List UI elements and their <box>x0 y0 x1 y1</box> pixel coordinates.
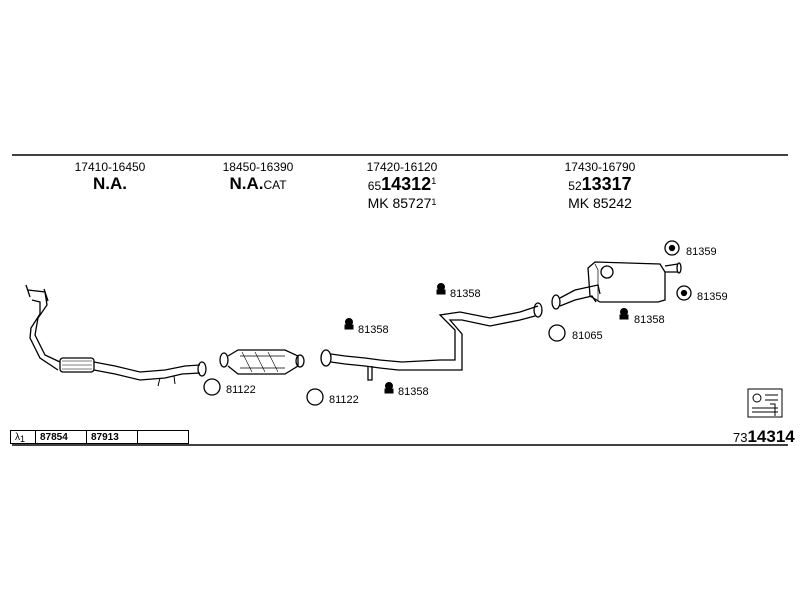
front-pipe-part <box>25 284 207 387</box>
section-4-ref: MK 85242 <box>568 195 632 211</box>
gasket-icons <box>203 324 566 406</box>
rubber-hanger-icon <box>664 240 680 256</box>
section-4-range: 17430-16790 <box>564 160 636 174</box>
section-3-code-prefix: 65 <box>367 179 382 193</box>
legend-cell <box>137 430 189 444</box>
section-4-code-main: 13317 <box>581 174 632 194</box>
label-81122-b: 81122 <box>329 394 359 406</box>
legend-cell: 87854 <box>35 430 87 444</box>
legend-cell: 87913 <box>86 430 138 444</box>
label-81358-d: 81358 <box>634 314 665 326</box>
section-3-ref: MK 85727 <box>367 195 432 211</box>
section-3-header: 17420-16120 65143121 MK 857271 <box>322 160 482 211</box>
section-4-code-prefix: 52 <box>568 179 582 193</box>
bolt-icon <box>436 283 446 295</box>
bolt-icon <box>384 382 394 394</box>
label-81359-b: 81359 <box>697 291 728 303</box>
diagram-code: 7314314 <box>733 427 795 447</box>
catalytic-converter-part <box>219 349 305 375</box>
section-3-range: 17420-16120 <box>366 160 438 174</box>
rubber-hanger-icon <box>676 285 692 301</box>
bolt-icon <box>619 308 629 320</box>
legend-symbol-cell: λ1 <box>10 430 36 444</box>
legend-symbol: λ <box>15 431 20 443</box>
section-1-title: N.A. <box>93 174 127 193</box>
label-81122-a: 81122 <box>226 384 256 396</box>
section-1-range: 17410-16450 <box>74 160 146 174</box>
intermediate-pipe-part <box>320 302 543 381</box>
section-3-ref-sup: 1 <box>431 197 437 207</box>
bolt-icon <box>344 318 354 330</box>
section-2-range: 18450-16390 <box>222 160 294 174</box>
gasket-ring-icon <box>306 388 324 406</box>
bolt-icons <box>344 283 629 394</box>
label-81359-a: 81359 <box>686 246 717 258</box>
rear-muffler-part <box>551 261 682 310</box>
label-81358-b: 81358 <box>398 386 429 398</box>
gasket-ring-icon <box>203 378 221 396</box>
section-3-code-sup: 1 <box>431 176 437 186</box>
legend-table: λ1 87854 87913 <box>10 430 189 444</box>
hanger-icons <box>664 240 692 301</box>
section-2-suffix: CAT <box>263 178 287 192</box>
label-81358-a: 81358 <box>358 324 389 336</box>
kit-icon <box>747 388 783 418</box>
section-2-header: 18450-16390 N.A.CAT <box>178 160 338 194</box>
legend-symbol-sup: 1 <box>20 433 26 444</box>
label-81358-c: 81358 <box>450 288 481 300</box>
diagram-code-prefix: 73 <box>733 430 748 445</box>
section-3-code-main: 14312 <box>381 174 432 194</box>
diagram-code-main: 14314 <box>747 427 795 446</box>
section-4-header: 17430-16790 5213317 MK 85242 <box>520 160 680 211</box>
gasket-ring-icon <box>548 324 566 342</box>
section-2-title: N.A. <box>229 174 264 193</box>
section-1-header: 17410-16450 N.A. <box>30 160 190 194</box>
label-81065: 81065 <box>572 330 603 342</box>
